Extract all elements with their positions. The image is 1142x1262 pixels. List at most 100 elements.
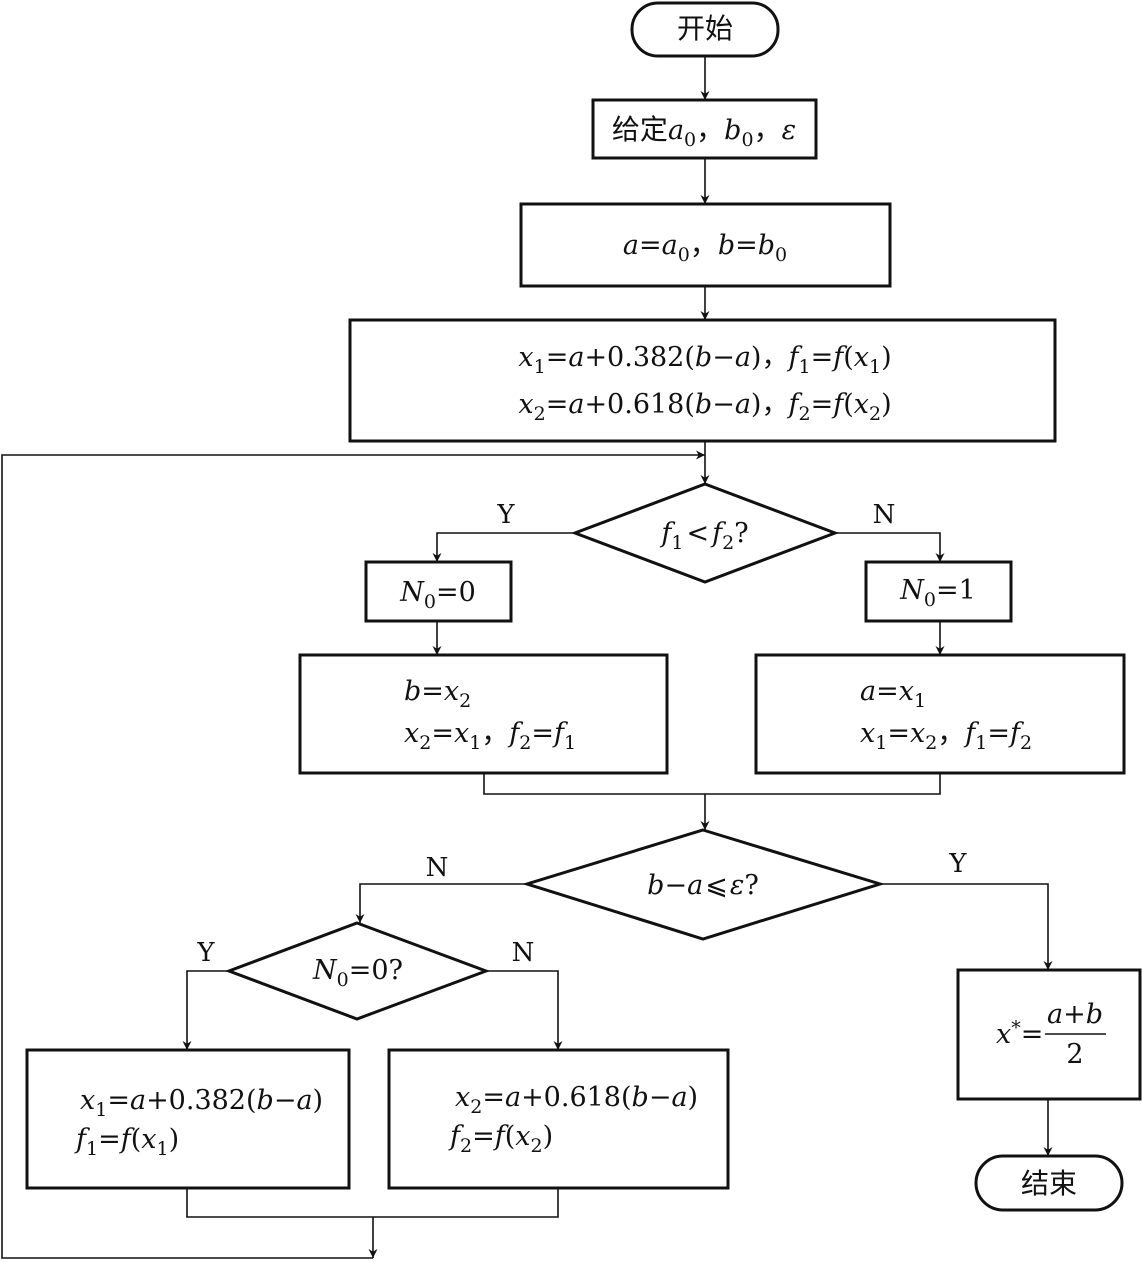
c1-minus: − xyxy=(712,342,735,373)
result-node: x*= a+b 2 xyxy=(956,968,1142,1101)
c2-end: ) xyxy=(881,389,892,420)
c1-mid: +0.382( xyxy=(584,342,694,373)
lu1-x-sub: 2 xyxy=(459,690,471,712)
nx2-b: b xyxy=(632,1082,649,1113)
start-node: 开始 xyxy=(630,1,780,58)
given-sep2: ， xyxy=(754,113,782,146)
lu2-eq: = xyxy=(431,718,454,749)
compare-diamond xyxy=(570,482,840,584)
ru2-eq: = xyxy=(887,718,910,749)
given-b-sub: 0 xyxy=(741,129,753,151)
c2-a: a xyxy=(568,389,584,420)
c2-mid: +0.618( xyxy=(584,389,694,420)
cmp-lt: < xyxy=(686,518,709,549)
init-b0: b xyxy=(758,230,775,261)
nf1-x-sub: 1 xyxy=(157,1138,169,1160)
n0c-n: N xyxy=(312,955,338,986)
check-no-label: N xyxy=(512,938,535,968)
nx1-end: ) xyxy=(313,1085,324,1116)
nx1-a2: a xyxy=(296,1085,312,1116)
cmp-f1-sub: 1 xyxy=(671,532,683,554)
conv-yes-label: Y xyxy=(948,849,967,879)
nf2-x: x xyxy=(515,1121,530,1152)
ru1-a: a xyxy=(860,676,876,707)
convergence-text: b−a⩽ε? xyxy=(647,870,759,901)
c2-x-sub: 2 xyxy=(534,403,546,425)
new-x2-box xyxy=(387,1048,730,1190)
lu1-eq: = xyxy=(421,676,444,707)
conv-eps: ε xyxy=(730,870,745,901)
lu2-x: x xyxy=(404,718,419,749)
conv-a: a xyxy=(687,870,703,901)
n0-one-text: N0=1 xyxy=(899,575,976,611)
lu1-x: x xyxy=(444,676,459,707)
lu2-f1-sub: 1 xyxy=(564,732,576,754)
conv-minus: − xyxy=(664,870,687,901)
right-update-line1: a=x1 xyxy=(860,676,926,712)
c1-f: f xyxy=(786,342,802,373)
c2-f-sub: 2 xyxy=(798,403,810,425)
new-x1-line1: x1=a+0.382(b−a) xyxy=(80,1085,323,1121)
init-box xyxy=(519,202,892,288)
lu2-x-sub: 2 xyxy=(419,732,431,754)
c2-x: x xyxy=(518,389,533,420)
left-update-box xyxy=(298,653,669,775)
lu2-x1: x xyxy=(454,718,469,749)
end-text: 结束 xyxy=(1021,1167,1077,1200)
nx2-a: a xyxy=(505,1082,521,1113)
nf1-open: ( xyxy=(131,1124,142,1155)
convergence-decision: b−a⩽ε? xyxy=(521,828,886,941)
given-b: b xyxy=(724,115,741,146)
c1-a: a xyxy=(568,342,584,373)
end-terminal xyxy=(974,1154,1124,1212)
c1-eq2: = xyxy=(811,342,834,373)
new-x1-node: x1=a+0.382(b−a) f1=f(x1) xyxy=(25,1048,351,1190)
nx2-mid: +0.618( xyxy=(521,1082,631,1113)
conv-no-label: N xyxy=(426,853,449,883)
c1-end: ) xyxy=(881,342,892,373)
check-yes-label: Y xyxy=(196,938,215,968)
ru2-x: x xyxy=(860,718,875,749)
n0z-sub: 0 xyxy=(424,591,436,613)
nx1-minus: − xyxy=(274,1085,297,1116)
given-text: 给定a0，b0，ε xyxy=(612,113,796,151)
ru1-x: x xyxy=(899,676,914,707)
new-x2-line2: f2=f(x2) xyxy=(448,1121,553,1157)
edge-check-no xyxy=(486,970,563,1050)
lu2-eq2: = xyxy=(531,718,554,749)
given-a: a xyxy=(668,115,684,146)
ru2-x-sub: 1 xyxy=(875,732,887,754)
n0-check-decision: N0=0? xyxy=(224,921,491,1021)
res-eq: = xyxy=(1021,1019,1044,1050)
edge-conv-yes xyxy=(880,883,1053,970)
c1-eq: = xyxy=(546,342,569,373)
compute-line1: x1=a+0.382(b−a)，f1=f(x1) xyxy=(518,342,891,378)
compare-decision: f1<f2? xyxy=(570,482,840,584)
nf2-eq: = xyxy=(472,1121,495,1152)
given-sep1: ， xyxy=(696,113,724,146)
given-box xyxy=(591,98,818,160)
lu2-sep: ， xyxy=(481,716,509,749)
nx1-eq: = xyxy=(107,1085,130,1116)
ru1-eq: = xyxy=(876,676,899,707)
c2-close: )， xyxy=(751,389,789,420)
n0o-n: N xyxy=(899,575,925,606)
nx1-b: b xyxy=(257,1085,274,1116)
n0o-rest: =1 xyxy=(936,575,976,606)
c2-minus: − xyxy=(712,389,735,420)
right-update-box xyxy=(754,653,1126,775)
init-a0: a xyxy=(662,230,678,261)
convergence-diamond xyxy=(521,828,886,941)
c1-x2-sub: 1 xyxy=(869,356,881,378)
n0-zero-text: N0=0 xyxy=(399,577,476,613)
nx1-x: x xyxy=(80,1085,95,1116)
new-x2-line1: x2=a+0.618(b−a) xyxy=(455,1082,698,1118)
new-x2-node: x2=a+0.618(b−a) f2=f(x2) xyxy=(387,1048,730,1190)
given-a-sub: 0 xyxy=(684,129,696,151)
left-update-line2: x2=x1，f2=f1 xyxy=(404,716,576,754)
cmp-f2: f xyxy=(710,518,726,549)
compute-box xyxy=(348,318,1057,443)
ru2-f-sub: 1 xyxy=(975,732,987,754)
result-lhs: x*= xyxy=(996,1017,1043,1050)
